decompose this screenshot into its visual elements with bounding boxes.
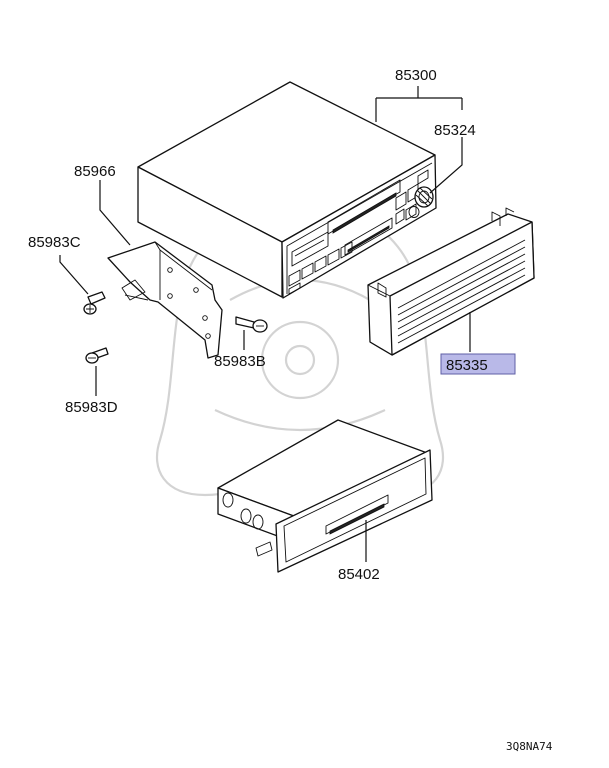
part-label-85300[interactable]: 85300 (395, 67, 437, 84)
preset-buttons[interactable] (288, 241, 353, 295)
screw-85983B[interactable] (235, 316, 268, 350)
part-label-85983D[interactable]: 85983D (65, 399, 118, 416)
part-label-85335[interactable]: 85335 (446, 357, 488, 374)
selected-part-highlight[interactable] (440, 353, 516, 375)
part-label-85983C[interactable]: 85983C (28, 234, 81, 251)
part-label-85324[interactable]: 85324 (434, 122, 476, 139)
mounting-bracket[interactable] (107, 241, 223, 359)
part-label-85983B[interactable]: 85983B (214, 353, 266, 370)
cover-panel[interactable] (367, 207, 535, 356)
part-label-85402[interactable]: 85402 (338, 566, 380, 583)
screw-85983C[interactable] (59, 255, 106, 315)
leader-85966 (99, 180, 131, 246)
volume-knob[interactable] (414, 186, 434, 208)
screw-85983D[interactable] (85, 347, 109, 396)
storage-pocket[interactable] (217, 419, 433, 573)
leader-85300 (375, 86, 463, 194)
radio-head-unit[interactable] (137, 81, 437, 299)
part-label-85966[interactable]: 85966 (74, 163, 116, 180)
diagram-code: 3Q8NA74 (506, 740, 553, 753)
